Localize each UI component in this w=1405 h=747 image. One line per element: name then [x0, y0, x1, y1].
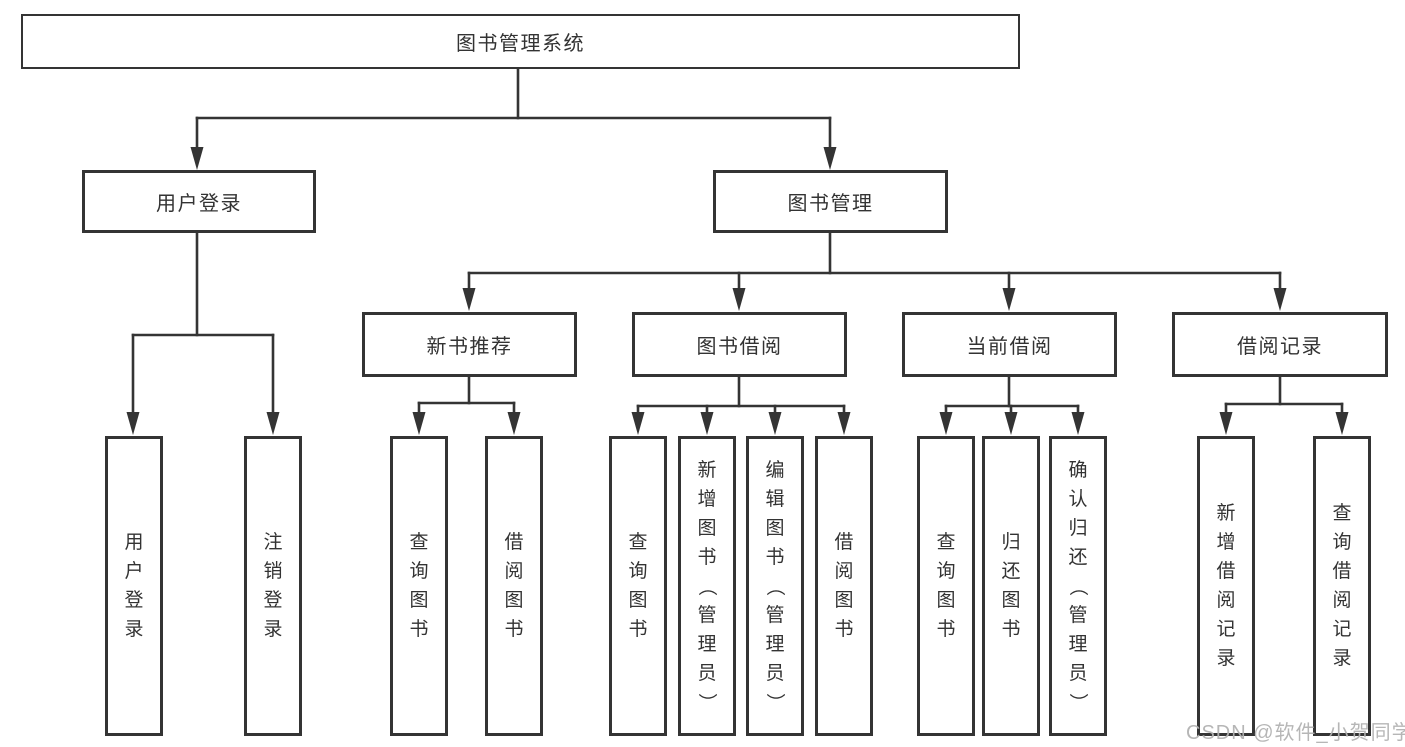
leaf-borrow-borrow-books: 借阅图书 — [815, 436, 873, 736]
leaf-current-query-books-label: 查询图书 — [936, 532, 956, 640]
arrowhead-icons — [126, 147, 1349, 435]
leaf-recommend-query-books-label: 查询图书 — [409, 532, 429, 640]
node-user-login-label: 用户登录 — [156, 193, 242, 215]
leaf-borrow-edit-books-admin: 编辑图书（管理员） — [746, 436, 804, 736]
node-book-management-label: 图书管理 — [787, 193, 874, 215]
node-current-borrow-label: 当前借阅 — [966, 336, 1053, 358]
leaf-user-login-label: 用户登录 — [124, 532, 144, 640]
node-current-borrow: 当前借阅 — [902, 312, 1117, 377]
leaf-borrow-add-books-admin: 新增图书（管理员） — [678, 436, 736, 736]
leaf-current-return-books-label: 归还图书 — [1001, 532, 1021, 640]
leaf-borrow-query-books-label: 查询图书 — [628, 532, 648, 640]
leaf-current-confirm-return-admin-label: 确认归还（管理员） — [1067, 459, 1089, 712]
leaf-records-add-record: 新增借阅记录 — [1197, 436, 1255, 736]
leaf-user-login: 用户登录 — [105, 436, 163, 736]
leaf-recommend-borrow-books-label: 借阅图书 — [504, 532, 524, 640]
leaf-records-query-record-label: 查询借阅记录 — [1332, 503, 1352, 669]
leaf-records-query-record: 查询借阅记录 — [1313, 436, 1371, 736]
node-borrow-records: 借阅记录 — [1172, 312, 1388, 377]
leaf-recommend-borrow-books: 借阅图书 — [485, 436, 543, 736]
leaf-borrow-borrow-books-label: 借阅图书 — [834, 532, 854, 640]
leaf-borrow-add-books-admin-label: 新增图书（管理员） — [696, 459, 718, 712]
node-root-label: 图书管理系统 — [456, 33, 585, 55]
node-book-management: 图书管理 — [713, 170, 948, 233]
node-root: 图书管理系统 — [21, 14, 1020, 69]
node-book-borrow-label: 图书借阅 — [696, 336, 783, 358]
node-new-book-recommend-label: 新书推荐 — [426, 336, 513, 358]
leaf-current-return-books: 归还图书 — [982, 436, 1040, 736]
leaf-borrow-edit-books-admin-label: 编辑图书（管理员） — [764, 459, 786, 712]
csdn-watermark: CSDN @软件_小贺同学 — [1186, 722, 1405, 744]
leaf-current-query-books: 查询图书 — [917, 436, 975, 736]
leaf-recommend-query-books: 查询图书 — [390, 436, 448, 736]
leaf-logout-label: 注销登录 — [263, 532, 283, 640]
leaf-current-confirm-return-admin: 确认归还（管理员） — [1049, 436, 1107, 736]
leaf-borrow-query-books: 查询图书 — [609, 436, 667, 736]
node-user-login: 用户登录 — [82, 170, 316, 233]
node-book-borrow: 图书借阅 — [632, 312, 847, 377]
node-borrow-records-label: 借阅记录 — [1237, 336, 1323, 358]
leaf-logout: 注销登录 — [244, 436, 302, 736]
leaf-records-add-record-label: 新增借阅记录 — [1216, 503, 1236, 669]
node-new-book-recommend: 新书推荐 — [362, 312, 577, 377]
